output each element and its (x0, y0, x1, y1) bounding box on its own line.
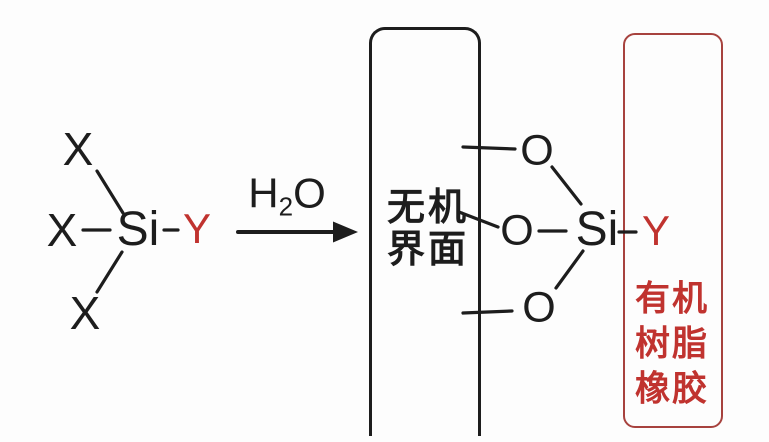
product-o-top: O (520, 126, 554, 175)
reactant-si: Si (116, 203, 160, 256)
organic-label-line2: 树脂 (634, 324, 710, 364)
reaction-arrow-head (333, 221, 358, 243)
organic-label-line1: 有机 (634, 279, 710, 319)
product-o-mid: O (500, 206, 534, 255)
reactant-x-left: X (46, 204, 78, 256)
organic-label-line3: 橡胶 (634, 369, 710, 409)
organic-phase-label: 有机 树脂 橡胶 (635, 277, 709, 412)
reactant-x-top: X (62, 123, 94, 175)
product-o-bottom: O (522, 283, 556, 332)
inorganic-label-line1: 无机 (386, 187, 470, 229)
bond-o-top-si (550, 165, 583, 206)
reactant-y: Y (182, 205, 212, 252)
product-y: Y (641, 207, 671, 254)
h2o-o: O (293, 169, 326, 217)
bond-si-xbottom (95, 250, 124, 294)
inorganic-interface-box (369, 27, 481, 436)
reactant-x-bottom: X (69, 287, 101, 339)
reagent-h2o: H2O (248, 169, 326, 222)
h2o-subscript: 2 (278, 191, 294, 222)
bond-o-bottom-si (554, 249, 585, 290)
product-si: Si (575, 203, 619, 256)
inorganic-interface-label: 无机 界面 (387, 187, 469, 271)
inorganic-label-line2: 界面 (386, 229, 470, 271)
h2o-h: H (248, 169, 279, 217)
